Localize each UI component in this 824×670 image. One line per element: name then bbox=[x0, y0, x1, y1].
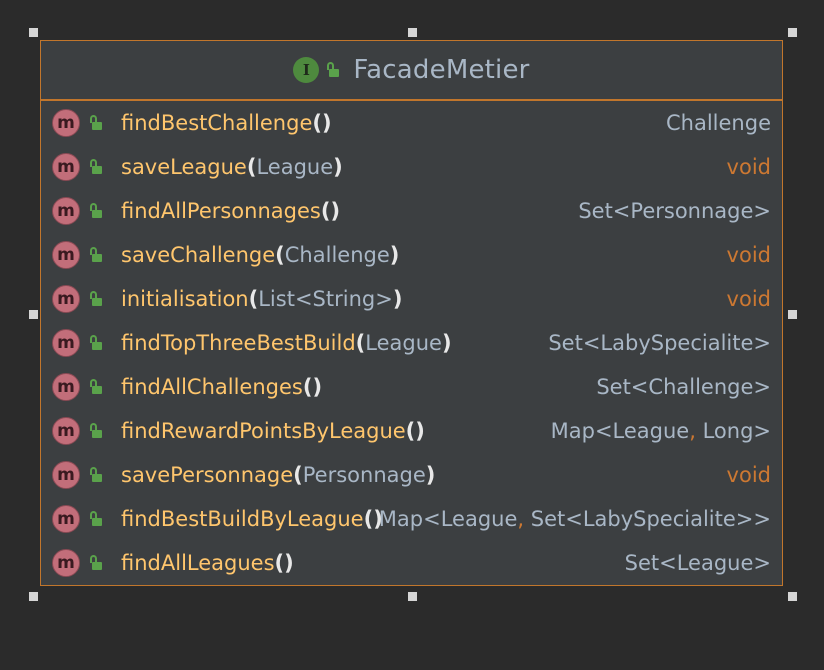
method-name: findRewardPointsByLeague bbox=[121, 419, 406, 443]
method-signature: saveChallenge(Challenge) bbox=[121, 243, 400, 267]
method-icon: m bbox=[52, 285, 80, 313]
selection-handle-top-left[interactable] bbox=[29, 28, 38, 37]
method-icon: m bbox=[52, 197, 80, 225]
method-row[interactable]: m findAllChallenges() Set<Challenge> bbox=[41, 365, 782, 409]
interface-icon: I bbox=[293, 57, 320, 83]
method-name: findBestChallenge bbox=[121, 111, 313, 135]
return-type: void bbox=[726, 243, 771, 267]
method-row[interactable]: m findBestChallenge() Challenge bbox=[41, 101, 782, 145]
method-icon: m bbox=[52, 373, 80, 401]
method-icon: m bbox=[52, 241, 80, 269]
public-lock-icon bbox=[88, 511, 102, 527]
method-row[interactable]: m savePersonnage(Personnage) void bbox=[41, 453, 782, 497]
uml-class-box[interactable]: I FacadeMetier m findBestChallenge() Chall… bbox=[40, 40, 783, 586]
method-row[interactable]: m saveChallenge(Challenge) void bbox=[41, 233, 782, 277]
method-params: League bbox=[365, 331, 442, 355]
public-lock-icon bbox=[88, 115, 102, 131]
method-row[interactable]: m initialisation(List<String>) void bbox=[41, 277, 782, 321]
public-lock-icon bbox=[88, 555, 102, 571]
return-type: Map<League, Set<LabySpecialite>> bbox=[378, 507, 771, 531]
return-type: void bbox=[726, 463, 771, 487]
public-lock-icon bbox=[88, 247, 102, 263]
method-name: findAllChallenges bbox=[121, 375, 303, 399]
method-name: saveLeague bbox=[121, 155, 247, 179]
method-icon: m bbox=[52, 417, 80, 445]
method-params: Challenge bbox=[284, 243, 390, 267]
method-row[interactable]: m findAllLeagues() Set<League> bbox=[41, 541, 782, 585]
method-icon: m bbox=[52, 549, 80, 577]
method-icon: m bbox=[52, 461, 80, 489]
public-lock-icon bbox=[88, 203, 102, 219]
method-signature: findAllLeagues() bbox=[121, 551, 294, 575]
method-params: Personnage bbox=[302, 463, 426, 487]
method-signature: findAllChallenges() bbox=[121, 375, 323, 399]
method-row[interactable]: m findTopThreeBestBuild(League) Set<LabySp… bbox=[41, 321, 782, 365]
method-icon: m bbox=[52, 329, 80, 357]
public-lock-icon bbox=[88, 467, 102, 483]
public-lock-icon bbox=[88, 379, 102, 395]
method-signature: findBestChallenge() bbox=[121, 111, 332, 135]
return-type: Challenge bbox=[666, 111, 771, 135]
class-title: FacadeMetier bbox=[353, 55, 530, 85]
public-lock-icon bbox=[325, 62, 340, 78]
method-name: saveChallenge bbox=[121, 243, 276, 267]
selection-handle-bottom-right[interactable] bbox=[788, 592, 797, 601]
public-lock-icon bbox=[88, 159, 102, 175]
public-lock-icon bbox=[88, 423, 102, 439]
method-icon: m bbox=[52, 109, 80, 137]
method-signature: savePersonnage(Personnage) bbox=[121, 463, 436, 487]
selection-handle-bottom-left[interactable] bbox=[29, 592, 38, 601]
method-row[interactable]: m saveLeague(League) void bbox=[41, 145, 782, 189]
method-name: findAllPersonnages bbox=[121, 199, 321, 223]
method-signature: findBestBuildByLeague() bbox=[121, 507, 383, 531]
return-type: Map<League, Long> bbox=[550, 419, 771, 443]
method-name: initialisation bbox=[121, 287, 249, 311]
selection-handle-top-right[interactable] bbox=[788, 28, 797, 37]
return-type: Set<LabySpecialite> bbox=[548, 331, 771, 355]
method-row[interactable]: m findRewardPointsByLeague() Map<League, L… bbox=[41, 409, 782, 453]
method-name: findAllLeagues bbox=[121, 551, 275, 575]
method-signature: findRewardPointsByLeague() bbox=[121, 419, 425, 443]
public-lock-icon bbox=[88, 291, 102, 307]
selection-handle-middle-right[interactable] bbox=[788, 310, 797, 319]
method-signature: initialisation(List<String>) bbox=[121, 287, 403, 311]
return-type: void bbox=[726, 287, 771, 311]
method-params: League bbox=[256, 155, 334, 179]
return-type: void bbox=[726, 155, 771, 179]
method-signature: findTopThreeBestBuild(League) bbox=[121, 331, 452, 355]
method-signature: saveLeague(League) bbox=[121, 155, 343, 179]
method-icon: m bbox=[52, 505, 80, 533]
method-name: savePersonnage bbox=[121, 463, 294, 487]
selection-handle-top-center[interactable] bbox=[408, 28, 417, 37]
method-signature: findAllPersonnages() bbox=[121, 199, 341, 223]
method-name: findTopThreeBestBuild bbox=[121, 331, 356, 355]
return-type: Set<Challenge> bbox=[596, 375, 771, 399]
method-row[interactable]: m findBestBuildByLeague()Map<League, Set<… bbox=[41, 497, 782, 541]
public-lock-icon bbox=[88, 335, 102, 351]
return-type: Set<Personnage> bbox=[578, 199, 771, 223]
method-params: List<String> bbox=[258, 287, 393, 311]
class-header: I FacadeMetier bbox=[41, 41, 782, 101]
selection-handle-middle-left[interactable] bbox=[29, 310, 38, 319]
method-name: findBestBuildByLeague bbox=[121, 507, 364, 531]
return-type: Set<League> bbox=[624, 551, 771, 575]
method-row[interactable]: m findAllPersonnages() Set<Personnage> bbox=[41, 189, 782, 233]
method-icon: m bbox=[52, 153, 80, 181]
selection-handle-bottom-center[interactable] bbox=[408, 592, 417, 601]
